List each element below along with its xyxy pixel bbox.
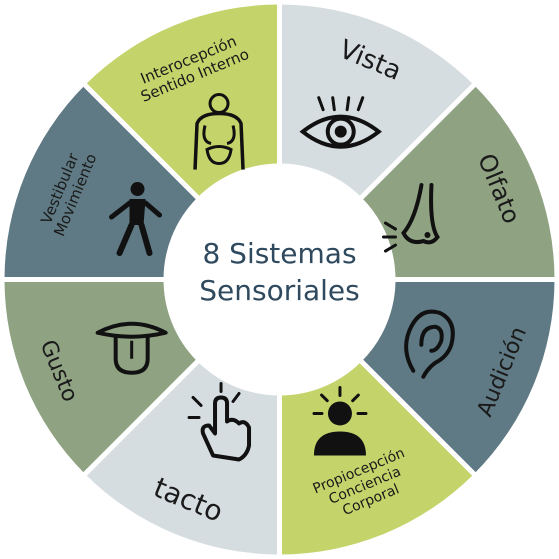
divider-line [81, 81, 201, 201]
eye-icon [299, 96, 382, 149]
segment-vestibular [4, 85, 199, 280]
nose-icon [381, 183, 440, 253]
ear-icon [404, 309, 455, 379]
walking-person-icon [109, 182, 163, 257]
segment-vista [279, 4, 474, 199]
segment-propiocepcion [279, 360, 474, 555]
segment-tacto [85, 360, 280, 555]
sun-person-icon [312, 385, 368, 456]
segment-olfato [360, 85, 555, 280]
center-title-line-2: Sensoriales [199, 274, 360, 307]
torso-organs-icon [193, 93, 245, 170]
divider-line [358, 358, 478, 478]
segment-icons [95, 93, 455, 462]
pointing-hand-icon [187, 381, 252, 462]
center-circle [163, 163, 396, 396]
tongue-icon [95, 321, 168, 375]
divider-line [358, 81, 478, 201]
center-title-line-1: 8 Sistemas [202, 237, 356, 270]
divider-line [81, 358, 201, 478]
wheel-segments [4, 4, 555, 555]
